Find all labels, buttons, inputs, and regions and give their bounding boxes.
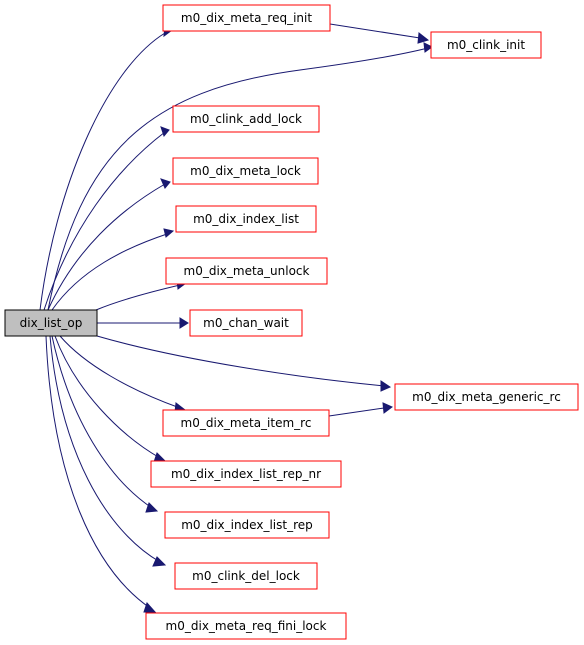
edge-m0_dix_meta_item_rc-to-m0_dix_meta_generic_rc: [328, 402, 393, 417]
node-box: [172, 157, 319, 185]
function-node-m0_dix_index_list_rep[interactable]: m0_dix_index_list_rep: [164, 511, 330, 539]
edge-arrowhead: [179, 317, 189, 329]
function-node-m0_dix_meta_req_fini_lock[interactable]: m0_dix_meta_req_fini_lock: [145, 612, 347, 640]
node-label: m0_clink_del_lock: [192, 569, 300, 583]
edge-arrowhead: [145, 502, 159, 513]
node-box: [394, 383, 579, 411]
edge-line: [43, 131, 166, 311]
edge-dix_list_op-to-m0_dix_meta_req_init: [39, 25, 173, 311]
node-box: [165, 257, 328, 285]
node-label: m0_dix_meta_unlock: [184, 264, 310, 278]
edge-arrowhead: [380, 380, 392, 392]
node-label: m0_clink_init: [447, 38, 525, 52]
node-label: m0_dix_index_list: [193, 212, 299, 226]
edge-dix_list_op-to-m0_clink_add_lock: [43, 126, 170, 311]
edge-line: [39, 32, 166, 311]
function-node-m0_dix_meta_unlock[interactable]: m0_dix_meta_unlock: [165, 257, 328, 285]
function-node-m0_dix_meta_req_init[interactable]: m0_dix_meta_req_init: [162, 4, 331, 32]
edge-line: [95, 284, 181, 311]
edge-dix_list_op-to-m0_clink_del_lock: [49, 335, 167, 567]
function-node-m0_dix_meta_lock[interactable]: m0_dix_meta_lock: [172, 157, 319, 185]
node-box: [189, 309, 303, 337]
edge-dix_list_op-to-m0_dix_index_list_rep_nr: [54, 335, 167, 463]
function-node-m0_dix_meta_generic_rc[interactable]: m0_dix_meta_generic_rc: [394, 383, 579, 411]
edge-dix_list_op-to-m0_dix_meta_lock: [47, 178, 171, 311]
edge-dix_list_op-to-m0_dix_index_list: [51, 228, 175, 311]
edge-line: [51, 233, 168, 311]
node-box: [174, 562, 318, 590]
edge-arrowhead: [417, 32, 430, 44]
edge-arrowhead: [163, 228, 175, 238]
node-label: m0_chan_wait: [203, 316, 289, 330]
edge-line: [59, 335, 181, 409]
edge-line: [96, 335, 386, 387]
edge-dix_list_op-to-m0_dix_meta_generic_rc: [96, 335, 392, 392]
edge-line: [328, 407, 385, 417]
node-box: [145, 612, 347, 640]
edge-line: [49, 335, 161, 563]
node-label: m0_dix_index_list_rep: [181, 518, 313, 532]
node-label: m0_dix_meta_generic_rc: [412, 390, 561, 404]
edge-arrowhead: [160, 126, 170, 138]
node-box: [172, 105, 320, 133]
edge-dix_list_op-to-m0_dix_index_list_rep: [51, 335, 159, 513]
edge-arrowhead: [152, 556, 167, 567]
root-node-dix_list_op[interactable]: dix_list_op: [4, 309, 98, 337]
edge-line: [329, 23, 421, 39]
edge-line: [54, 335, 161, 459]
edge-dix_list_op-to-m0_dix_meta_req_fini_lock: [45, 335, 157, 613]
function-node-m0_dix_meta_item_rc[interactable]: m0_dix_meta_item_rc: [162, 409, 330, 437]
node-label: dix_list_op: [20, 316, 83, 330]
node-label: m0_dix_meta_lock: [190, 164, 301, 178]
edge-line: [47, 47, 429, 311]
edge-dix_list_op-to-m0_chan_wait: [97, 317, 189, 329]
edge-line: [47, 183, 166, 311]
node-box: [4, 309, 98, 337]
node-box: [162, 4, 331, 32]
function-node-m0_chan_wait[interactable]: m0_chan_wait: [189, 309, 303, 337]
function-node-m0_clink_del_lock[interactable]: m0_clink_del_lock: [174, 562, 318, 590]
node-box: [164, 511, 330, 539]
node-label: m0_dix_meta_item_rc: [181, 416, 312, 430]
node-box: [430, 31, 542, 59]
node-box: [175, 205, 317, 233]
edge-dix_list_op-to-m0_clink_init: [47, 42, 433, 311]
node-label: m0_clink_add_lock: [190, 112, 302, 126]
function-node-m0_clink_init[interactable]: m0_clink_init: [430, 31, 542, 59]
edge-arrowhead: [143, 602, 157, 613]
edge-dix_list_op-to-m0_dix_meta_item_rc: [59, 335, 187, 413]
edge-line: [45, 335, 151, 609]
function-node-m0_dix_index_list[interactable]: m0_dix_index_list: [175, 205, 317, 233]
edge-line: [51, 335, 153, 509]
edge-m0_dix_meta_req_init-to-m0_clink_init: [329, 23, 430, 44]
node-label: m0_dix_meta_req_fini_lock: [166, 619, 327, 633]
edge-arrowhead: [423, 42, 433, 53]
node-box: [150, 460, 342, 488]
function-node-m0_clink_add_lock[interactable]: m0_clink_add_lock: [172, 105, 320, 133]
edge-arrowhead: [160, 178, 171, 189]
node-box: [162, 409, 330, 437]
edge-arrowhead: [382, 402, 393, 414]
function-node-m0_dix_index_list_rep_nr[interactable]: m0_dix_index_list_rep_nr: [150, 460, 342, 488]
node-label: m0_dix_meta_req_init: [181, 11, 312, 25]
node-label: m0_dix_index_list_rep_nr: [171, 467, 321, 481]
